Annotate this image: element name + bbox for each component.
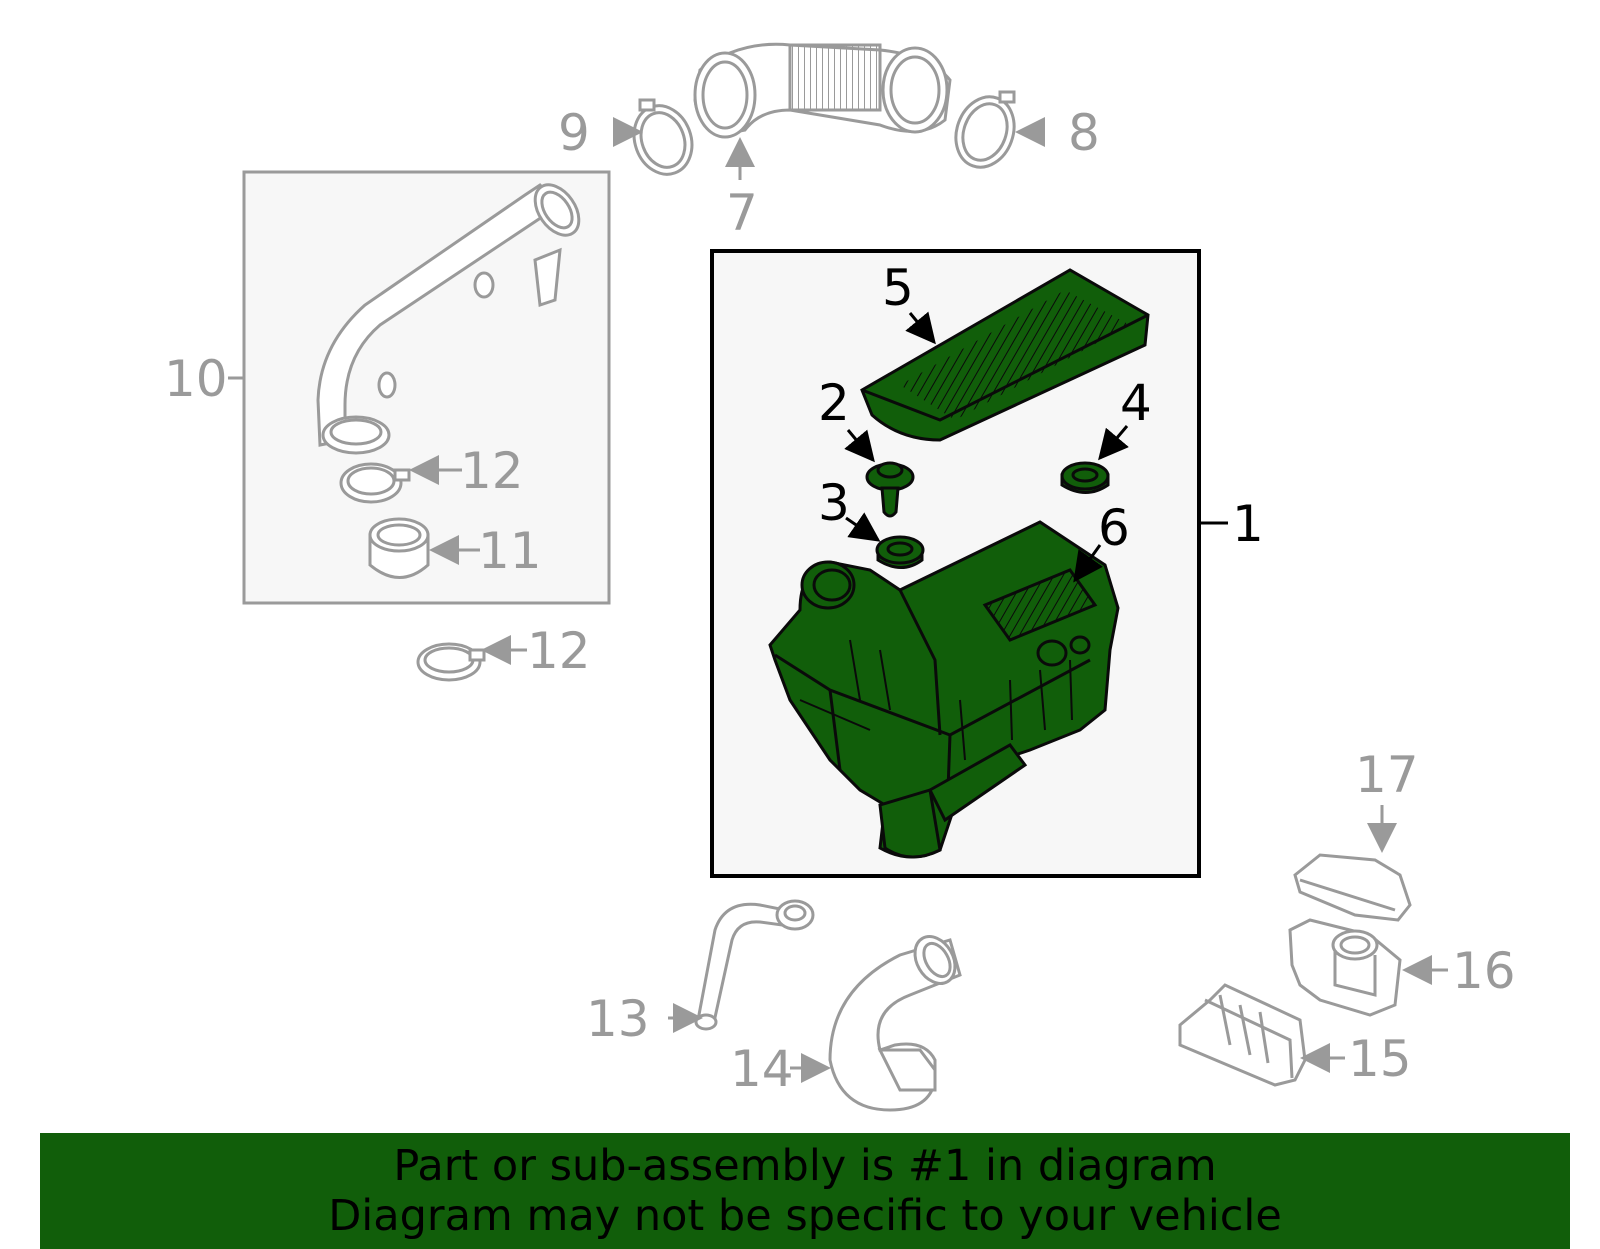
callout-7: 7 bbox=[726, 184, 758, 242]
callout-12b: 12 bbox=[527, 622, 591, 680]
callout-5: 5 bbox=[882, 259, 914, 317]
clamp-part-12a bbox=[339, 462, 411, 504]
callout-1: 1 bbox=[1232, 495, 1264, 553]
callout-13: 13 bbox=[586, 990, 650, 1048]
air-duct-part-14 bbox=[828, 935, 962, 1112]
info-banner: Part or sub-assembly is #1 in diagram Di… bbox=[40, 1133, 1570, 1249]
callout-8: 8 bbox=[1068, 104, 1100, 162]
intake-hose-part-7 bbox=[693, 42, 952, 139]
clamp-part-8 bbox=[954, 90, 1016, 169]
callout-17: 17 bbox=[1355, 746, 1419, 804]
clamp-part-9 bbox=[632, 98, 694, 176]
banner-line-1: Part or sub-assembly is #1 in diagram bbox=[393, 1141, 1217, 1191]
callout-12a: 12 bbox=[460, 442, 524, 500]
grommet-part-4 bbox=[1060, 461, 1110, 494]
callout-11: 11 bbox=[478, 522, 542, 580]
callout-14: 14 bbox=[730, 1040, 794, 1098]
clamp-part-12b bbox=[416, 642, 486, 682]
callout-3: 3 bbox=[818, 474, 850, 532]
air-filter-lid-part-5 bbox=[860, 268, 1150, 442]
callout-15: 15 bbox=[1348, 1030, 1412, 1088]
grommet-part-2 bbox=[865, 461, 915, 518]
callout-4: 4 bbox=[1120, 374, 1152, 432]
coupler-part-11 bbox=[368, 517, 430, 579]
callout-16: 16 bbox=[1452, 942, 1516, 1000]
callout-9: 9 bbox=[558, 104, 590, 162]
grommet-part-3 bbox=[875, 535, 925, 569]
callout-6: 6 bbox=[1098, 499, 1130, 557]
duct-part-15 bbox=[1178, 983, 1307, 1087]
bracket-part-16 bbox=[1288, 918, 1402, 1017]
banner-line-2: Diagram may not be specific to your vehi… bbox=[328, 1191, 1282, 1241]
air-duct-part-10 bbox=[316, 183, 581, 455]
callout-10: 10 bbox=[164, 350, 228, 408]
air-cleaner-housing-part-1 bbox=[768, 520, 1120, 859]
cover-part-17 bbox=[1293, 853, 1412, 922]
vent-hose-part-13 bbox=[694, 899, 815, 1031]
callout-2: 2 bbox=[818, 374, 850, 432]
